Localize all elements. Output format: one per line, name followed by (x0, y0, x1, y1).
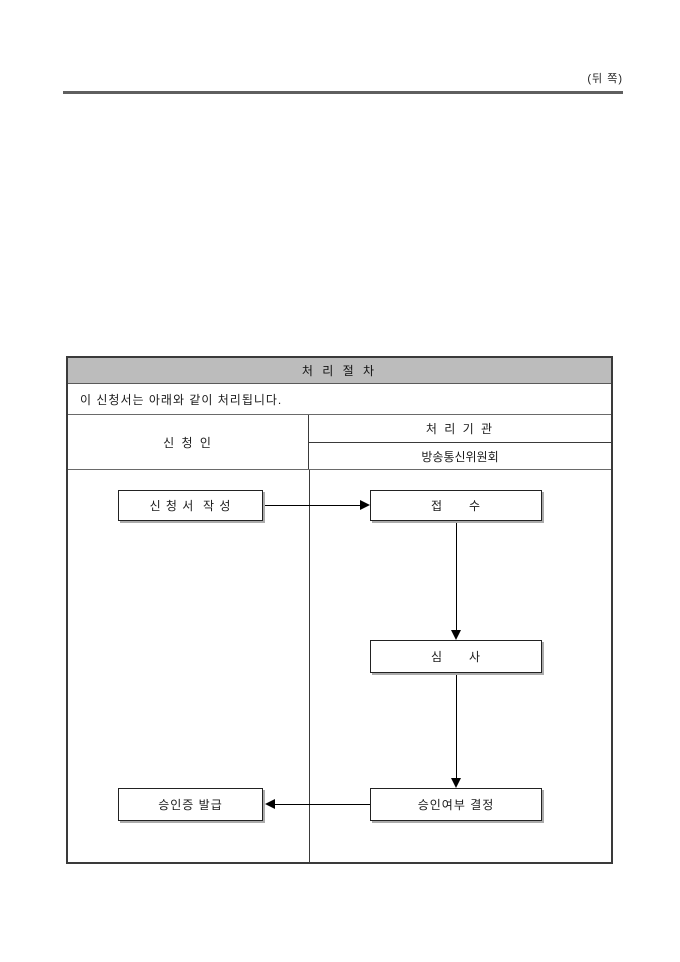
arrow-write-to-receipt-line (263, 505, 361, 506)
procedure-note: 이 신청서는 아래와 같이 처리됩니다. (68, 384, 611, 415)
step-write-application-label: 신 청 서 작 성 (149, 499, 232, 513)
step-receipt-label: 접 수 (430, 499, 482, 513)
arrow-down-icon (451, 778, 461, 788)
step-certificate-issue-box: 승인증 발급 (118, 788, 263, 821)
arrow-left-icon (265, 799, 275, 809)
arrow-right-icon (360, 500, 370, 510)
step-write-application-box: 신 청 서 작 성 (118, 490, 263, 521)
top-horizontal-rule (63, 91, 623, 94)
flowchart-area: 신 청 서 작 성 접 수 심 사 승인여부 결정 승인증 발급 (68, 470, 611, 862)
applicant-column-header: 신 청 인 (68, 415, 309, 469)
step-receipt-box: 접 수 (370, 490, 542, 521)
arrow-decision-to-issue-line (275, 804, 371, 805)
step-review-label: 심 사 (430, 650, 482, 664)
back-side-label: (뒤 쪽) (587, 73, 623, 85)
arrow-receipt-to-review-line (456, 521, 457, 630)
step-approval-decision-label: 승인여부 결정 (417, 798, 495, 812)
column-divider-line (309, 470, 310, 862)
procedure-table: 처 리 절 차 이 신청서는 아래와 같이 처리됩니다. 신 청 인 처 리 기… (66, 356, 613, 864)
arrow-review-to-decision-line (456, 673, 457, 778)
arrow-down-icon (451, 630, 461, 640)
agency-column-header: 처 리 기 관 (309, 415, 611, 443)
step-approval-decision-box: 승인여부 결정 (370, 788, 542, 821)
procedure-title: 처 리 절 차 (68, 358, 611, 384)
column-headers-row: 신 청 인 처 리 기 관 방송통신위원회 (68, 415, 611, 470)
agency-name: 방송통신위원회 (421, 449, 499, 464)
agency-column: 처 리 기 관 방송통신위원회 (309, 415, 611, 469)
step-certificate-issue-label: 승인증 발급 (158, 798, 223, 812)
step-review-box: 심 사 (370, 640, 542, 673)
